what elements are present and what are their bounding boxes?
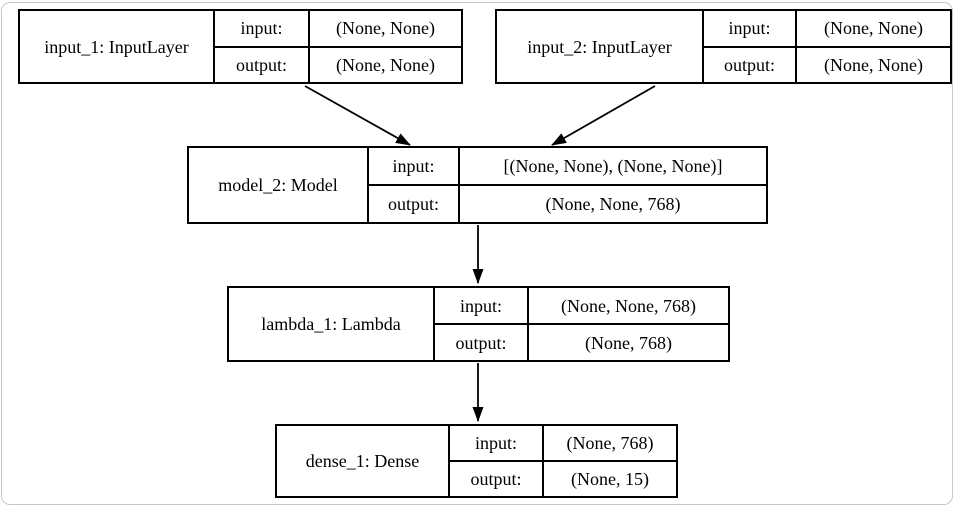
io-row-output: output: (None, None) — [704, 45, 950, 82]
io-row-output: output: (None, None, 768) — [369, 184, 766, 222]
io-value: (None, None) — [824, 18, 923, 39]
io-row-output: output: (None, 768) — [435, 323, 728, 360]
io-label: output: — [704, 47, 797, 82]
io-label: input: — [215, 11, 310, 46]
io-label: input: — [369, 148, 460, 184]
io-value: (None, 15) — [571, 469, 649, 489]
io-row-input: input: (None, None) — [215, 11, 461, 46]
layer-name: lambda_1: Lambda — [229, 288, 435, 360]
io-value: [(None, None), (None, None)] — [503, 156, 723, 176]
io-value: (None, None, 768) — [561, 295, 696, 316]
io-label: input: — [704, 11, 797, 46]
node-model_2: model_2: Model input: [(None, None), (No… — [187, 146, 768, 224]
layer-name: model_2: Model — [189, 148, 369, 222]
io-value: (None, None) — [336, 54, 435, 75]
io-table: input: [(None, None), (None, None)] outp… — [369, 148, 766, 222]
layer-name: input_2: InputLayer — [497, 11, 704, 82]
node-input_2: input_2: InputLayer input: (None, None) … — [495, 9, 952, 84]
io-row-input: input: [(None, None), (None, None)] — [369, 148, 766, 184]
io-table: input: (None, 768) output: (None, 15) — [450, 426, 676, 496]
io-label: output: — [215, 47, 310, 82]
io-row-output: output: (None, None) — [215, 45, 461, 82]
node-input_1: input_1: InputLayer input: (None, None) … — [18, 9, 463, 84]
io-value: (None, None) — [336, 18, 435, 39]
io-label: output: — [369, 186, 460, 222]
io-value: (None, 768) — [566, 433, 654, 453]
io-table: input: (None, None, 768) output: (None, … — [435, 288, 728, 360]
io-label: output: — [435, 325, 529, 360]
io-row-input: input: (None, None, 768) — [435, 288, 728, 323]
io-value: (None, None, 768) — [545, 194, 681, 214]
edge-input_2-to-model_2 — [551, 85, 656, 146]
io-label: input: — [450, 426, 544, 460]
io-value: (None, 768) — [585, 332, 672, 353]
layer-name: input_1: InputLayer — [20, 11, 215, 82]
io-value: (None, None) — [824, 54, 923, 75]
io-row-output: output: (None, 15) — [450, 460, 676, 496]
io-label: input: — [435, 288, 529, 323]
io-row-input: input: (None, None) — [704, 11, 950, 46]
layer-name: dense_1: Dense — [277, 426, 450, 496]
edge-input_1-to-model_2 — [304, 85, 411, 146]
io-row-input: input: (None, 768) — [450, 426, 676, 460]
node-lambda_1: lambda_1: Lambda input: (None, None, 768… — [227, 286, 730, 362]
io-table: input: (None, None) output: (None, None) — [704, 11, 950, 82]
io-label: output: — [450, 462, 544, 496]
io-table: input: (None, None) output: (None, None) — [215, 11, 461, 82]
node-dense_1: dense_1: Dense input: (None, 768) output… — [275, 424, 678, 498]
